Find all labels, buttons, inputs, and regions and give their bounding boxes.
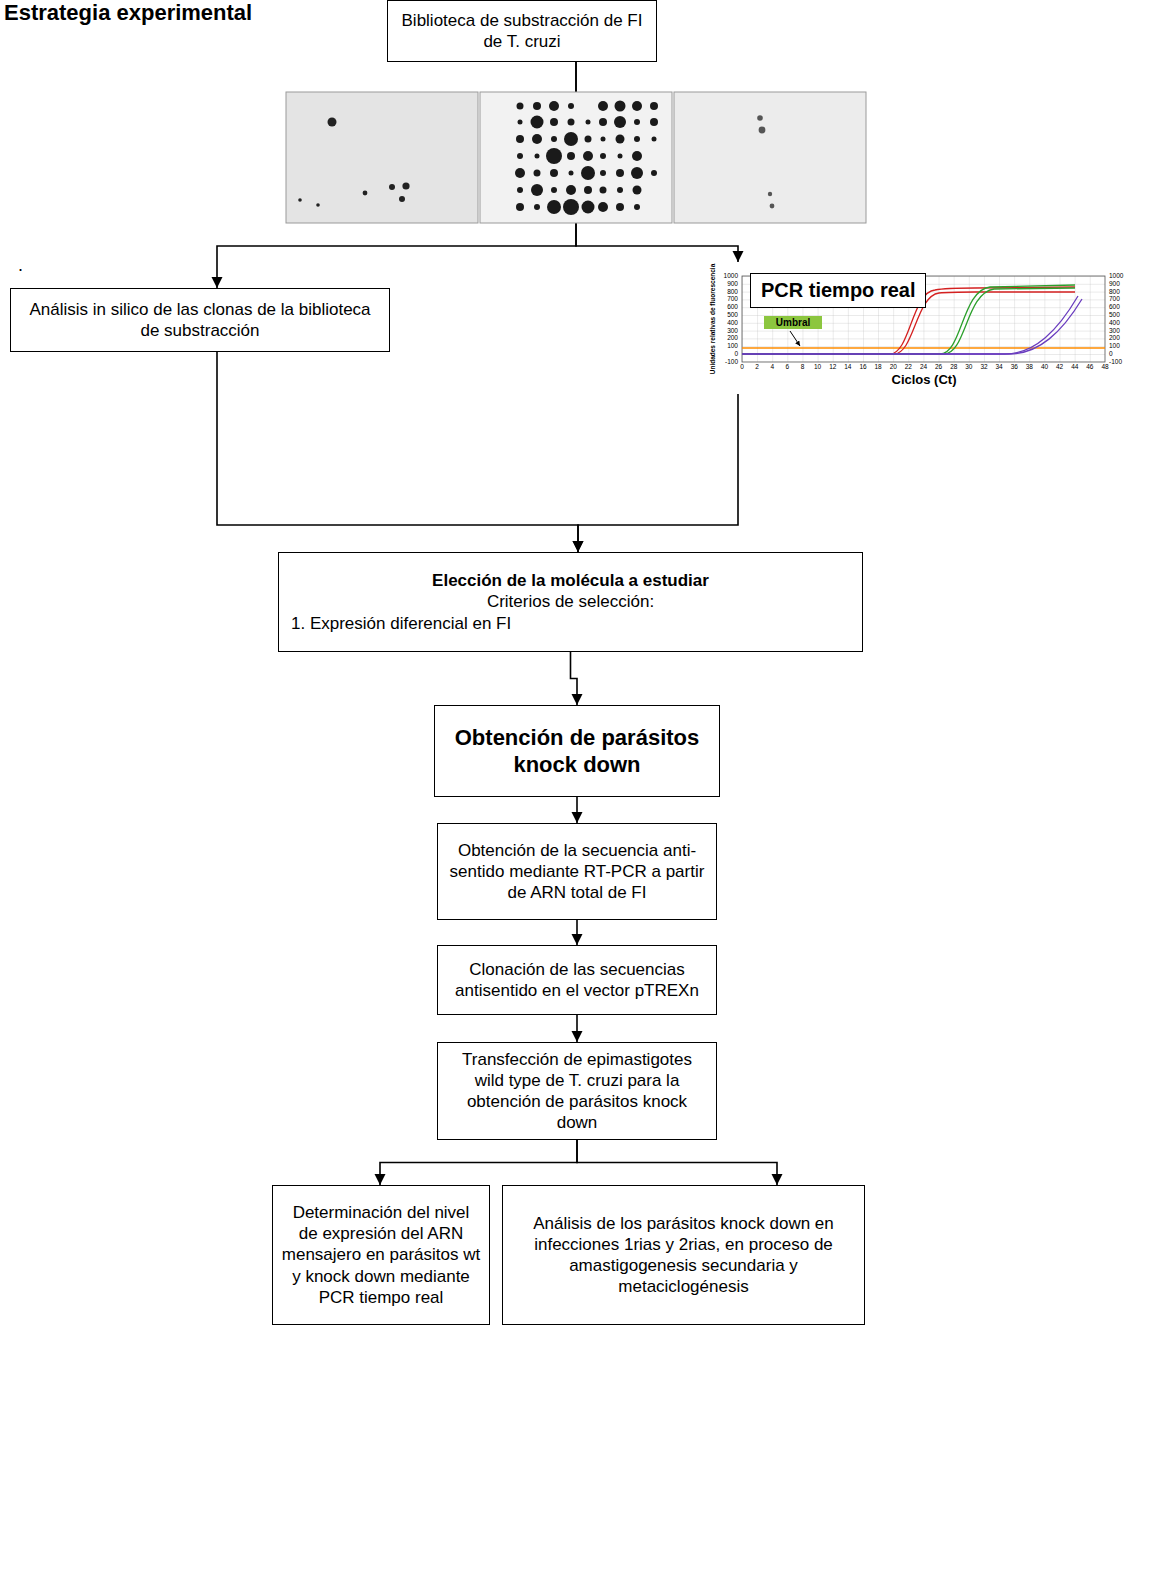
tick-label: 400 [727, 320, 738, 327]
process-box: Obtención de parásitos knock down [434, 705, 720, 797]
tick-label: 4 [770, 364, 774, 371]
chart-title: PCR tiempo real [750, 273, 926, 308]
box-text: 1. Expresión diferencial en FI [287, 613, 854, 634]
tick-label: 200 [1109, 335, 1120, 342]
stray-mark: . [18, 256, 23, 274]
dot-blot-images [286, 92, 866, 223]
box-text: Determinación del nivel de expresión del… [281, 1202, 481, 1308]
tick-label: 1000 [724, 273, 738, 280]
tick-label: 2 [755, 364, 759, 371]
tick-label: 300 [1109, 327, 1120, 334]
box-text: Análisis in silico de las clonas de la b… [19, 299, 381, 342]
tick-label: 600 [727, 304, 738, 311]
tick-label: 28 [950, 364, 957, 371]
box-text: Obtención de la secuencia anti-sentido m… [446, 840, 708, 904]
tick-label: 16 [859, 364, 866, 371]
tick-label: 100 [1109, 343, 1120, 350]
tick-label: 1000 [1109, 273, 1123, 280]
process-box: Análisis in silico de las clonas de la b… [10, 288, 390, 352]
tick-label: 12 [829, 364, 836, 371]
tick-label: -100 [1109, 359, 1122, 366]
tick-label: -100 [725, 359, 738, 366]
tick-label: 20 [890, 364, 897, 371]
box-text: Biblioteca de substracción de FI de T. c… [396, 10, 648, 53]
box-text: Transfección de epimastigotes wild type … [446, 1049, 708, 1134]
tick-label: 30 [965, 364, 972, 371]
tick-label: 38 [1026, 364, 1033, 371]
tick-label: 200 [727, 335, 738, 342]
tick-label: 14 [844, 364, 851, 371]
tick-label: 8 [801, 364, 805, 371]
flow-arrow [571, 652, 578, 705]
process-box: Elección de la molécula a estudiarCriter… [278, 552, 863, 652]
tick-label: 46 [1086, 364, 1093, 371]
flow-arrow [576, 1015, 578, 1042]
axis-title: Ciclos (Ct) [892, 373, 957, 386]
tick-label: 500 [1109, 312, 1120, 319]
flow-arrow [577, 1140, 777, 1185]
tick-label: 500 [727, 312, 738, 319]
threshold-label: Umbral [764, 316, 822, 329]
tick-label: 300 [727, 327, 738, 334]
tick-label: 48 [1101, 364, 1108, 371]
tick-label: 800 [1109, 288, 1120, 295]
tick-label: 32 [980, 364, 987, 371]
flow-arrow [217, 352, 578, 552]
tick-label: 900 [1109, 281, 1120, 288]
flow-arrow [380, 1140, 577, 1185]
diagram-title: Estrategia experimental [4, 2, 252, 24]
tick-label: 800 [727, 288, 738, 295]
axis-title: Unidades relativas de fluorescencia [710, 264, 717, 375]
process-box: Transfección de epimastigotes wild type … [437, 1042, 717, 1140]
tick-label: 42 [1056, 364, 1063, 371]
process-box: Obtención de la secuencia anti-sentido m… [437, 823, 717, 920]
process-box: Biblioteca de substracción de FI de T. c… [387, 0, 657, 62]
tick-label: 34 [996, 364, 1003, 371]
tick-label: 100 [727, 343, 738, 350]
tick-label: 700 [1109, 296, 1120, 303]
box-text: Clonación de las secuencias antisentido … [446, 959, 708, 1002]
tick-label: 22 [905, 364, 912, 371]
tick-label: 900 [727, 281, 738, 288]
box-text: Criterios de selección: [287, 591, 854, 612]
box-text: Análisis de los parásitos knock down en … [511, 1213, 856, 1298]
tick-label: 10 [814, 364, 821, 371]
tick-label: 40 [1041, 364, 1048, 371]
flow-arrow [576, 920, 578, 945]
process-box: Clonación de las secuencias antisentido … [437, 945, 717, 1015]
tick-label: 700 [727, 296, 738, 303]
tick-label: 36 [1011, 364, 1018, 371]
tick-label: 18 [875, 364, 882, 371]
tick-label: 600 [1109, 304, 1120, 311]
tick-label: 26 [935, 364, 942, 371]
tick-label: 6 [786, 364, 790, 371]
flow-arrow [578, 394, 738, 552]
tick-label: 44 [1071, 364, 1078, 371]
box-heading: Elección de la molécula a estudiar [287, 570, 854, 591]
tick-label: 0 [734, 351, 738, 358]
tick-label: 0 [740, 364, 744, 371]
process-box: Análisis de los parásitos knock down en … [502, 1185, 865, 1325]
tick-label: 24 [920, 364, 927, 371]
process-box: Determinación del nivel de expresión del… [272, 1185, 490, 1325]
box-text: Obtención de parásitos knock down [443, 724, 711, 779]
tick-label: 400 [1109, 320, 1120, 327]
tick-label: 0 [1109, 351, 1113, 358]
flow-arrow [576, 797, 578, 823]
